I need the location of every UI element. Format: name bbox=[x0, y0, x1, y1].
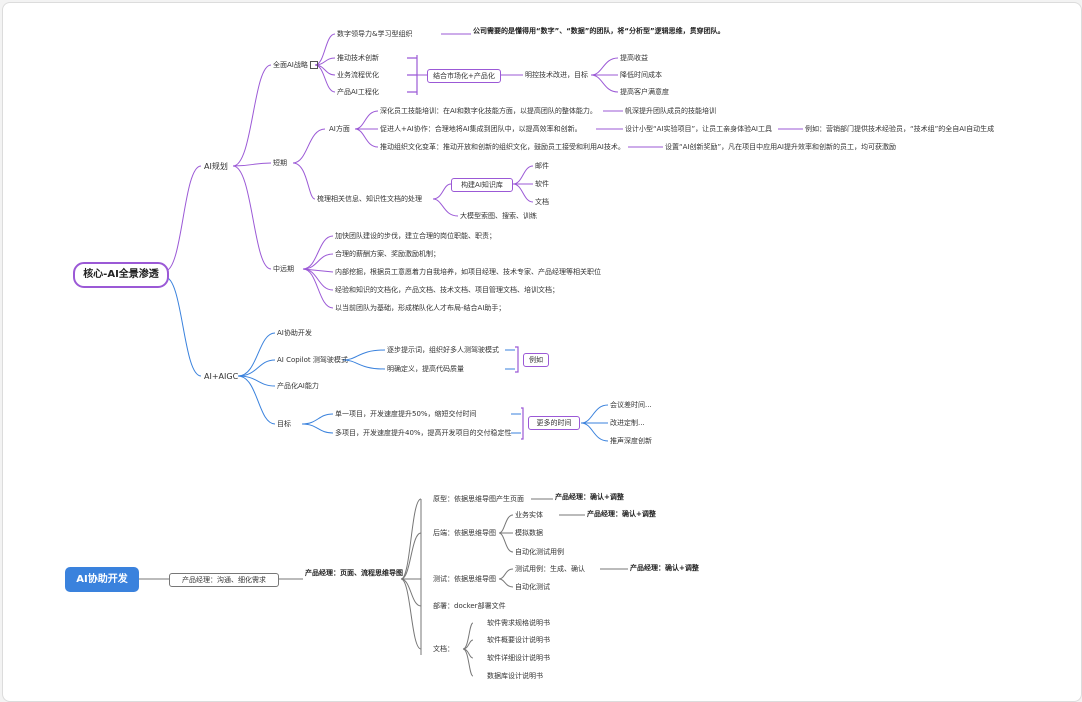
node-dev-1[interactable]: 业务实体 bbox=[515, 511, 543, 519]
node-aigc-4[interactable]: 目标 bbox=[277, 420, 291, 428]
node-mid-1[interactable]: 加快团队建设的步伐，建立合理的岗位职能、职责； bbox=[335, 232, 496, 240]
node-aigc-1[interactable]: AI协助开发 bbox=[277, 329, 312, 337]
node-aigc-2[interactable]: AI Copilot 测驾驶模式 bbox=[277, 356, 348, 364]
node-deploy[interactable]: 部署：docker部署文件 bbox=[433, 602, 506, 610]
node-kb-2[interactable]: 软件 bbox=[535, 180, 549, 188]
node-test-1[interactable]: 测试用例：生成、确认 bbox=[515, 565, 585, 573]
node-docs[interactable]: 文档： bbox=[433, 645, 454, 653]
node-ai-item-2-note: 例如：营销部门提供技术经验员，“技术组”的全自AI自动生成 bbox=[805, 125, 995, 133]
node-doc-2[interactable]: 软件概要设计说明书 bbox=[487, 636, 550, 644]
node-example-box[interactable]: 例如 bbox=[523, 353, 549, 367]
node-mid-2[interactable]: 合理的薪酬方案、奖励激励机制； bbox=[335, 250, 440, 258]
node-aigc-3[interactable]: 产品化AI能力 bbox=[277, 382, 319, 390]
node-product-ai[interactable]: 产品AI工程化 bbox=[337, 88, 379, 96]
node-mid-3[interactable]: 内部挖掘，根据员工意愿着力自我培养，如项目经理、技术专家、产品经理等相关职位 bbox=[335, 268, 601, 276]
node-biz-opt[interactable]: 业务流程优化 bbox=[337, 71, 379, 79]
node-dev-2[interactable]: 模拟数据 bbox=[515, 529, 543, 537]
node-more-box[interactable]: 更多的时间 bbox=[528, 416, 580, 430]
node-ai-item-1[interactable]: 深化员工技能培训：在AI和数字化技能方面，以提高团队的整体能力。 bbox=[380, 107, 597, 115]
node-ai-item-3-note: 设置“AI创新奖励”，凡在项目中应用AI提升效率和创新的员工，均可获激励 bbox=[665, 143, 896, 151]
node-more-2[interactable]: 改进定制... bbox=[610, 419, 645, 427]
node-doc-4[interactable]: 数据库设计说明书 bbox=[487, 672, 543, 680]
node-goal-1[interactable]: 提高收益 bbox=[620, 54, 648, 62]
node-target-2[interactable]: 多项目，开发速度提升40%，提高开发项目的交付稳定性 bbox=[335, 429, 512, 437]
node-kb-box[interactable]: 构建AI知识库 bbox=[451, 178, 513, 192]
node-mid-5[interactable]: 以当前团队为基础，形成梯队化人才布局-结合AI助手； bbox=[335, 304, 506, 312]
node-market-box[interactable]: 结合市场化+产品化 bbox=[427, 69, 501, 83]
node-dev-3[interactable]: 自动化测试用例 bbox=[515, 548, 564, 556]
node-ai-plan[interactable]: AI规划 bbox=[204, 162, 228, 171]
node-target-label[interactable]: 明控技术改进，目标 bbox=[525, 71, 588, 79]
node-ai-item-2[interactable]: 促进人+AI协作：合理地将AI集成到团队中，以提高效率和创新。 bbox=[380, 125, 582, 133]
node-strategy[interactable]: 全面AI战略 bbox=[273, 61, 319, 70]
node-pm[interactable]: 产品经理：沟通、细化需求 bbox=[169, 573, 279, 587]
root-node[interactable]: 核心-AI全景渗透 bbox=[73, 262, 169, 288]
node-short-term[interactable]: 短期 bbox=[273, 159, 287, 167]
node-kb-item[interactable]: 梳理相关信息、知识性文档的处理 bbox=[317, 195, 422, 203]
node-goal-3[interactable]: 提高客户满意度 bbox=[620, 88, 669, 96]
node-kb-extra[interactable]: 大模型索图、搜索、训练 bbox=[460, 212, 537, 220]
node-tech-inno[interactable]: 推动技术创新 bbox=[337, 54, 379, 62]
node-test-2[interactable]: 自动化测试 bbox=[515, 583, 550, 591]
node-dev[interactable]: 后端：依据思维导图 bbox=[433, 529, 496, 537]
node-goal-2[interactable]: 降低时间成本 bbox=[620, 71, 662, 79]
node-more-3[interactable]: 推声深度创新 bbox=[610, 437, 652, 445]
node-ai-item-1-note: 帆深提升团队成员的技能培训 bbox=[625, 107, 716, 115]
node-dev-1-note: 产品经理：确认+调整 bbox=[587, 510, 656, 518]
node-target-1[interactable]: 单一项目，开发速度提升50%，缩短交付时间 bbox=[335, 410, 477, 418]
node-digital-lead-note: 公司需要的是懂得用“数字”、“数据”的团队，将“分析型”逻辑思维，贯穿团队。 bbox=[473, 27, 725, 35]
node-copilot-2[interactable]: 明确定义，提高代码质量 bbox=[387, 365, 464, 373]
node-doc-1[interactable]: 软件需求规格说明书 bbox=[487, 619, 550, 627]
node-mid-4[interactable]: 经验和知识的文档化，产品文档、技术文档、项目管理文档、培训文档； bbox=[335, 286, 559, 294]
node-design[interactable]: 原型：依据思维导图产生页面 bbox=[433, 495, 524, 503]
node-more-1[interactable]: 会议差时间... bbox=[610, 401, 652, 409]
node-copilot-1[interactable]: 逐步提示词，组织好多人测驾驶模式 bbox=[387, 346, 499, 354]
node-kb-1[interactable]: 邮件 bbox=[535, 162, 549, 170]
node-doc-3[interactable]: 软件详细设计说明书 bbox=[487, 654, 550, 662]
node-test[interactable]: 测试：依据思维导图 bbox=[433, 575, 496, 583]
node-ai-aigc[interactable]: AI+AIGC bbox=[204, 372, 239, 381]
node-ai-side[interactable]: AI方面 bbox=[329, 125, 350, 133]
node-kb-3[interactable]: 文档 bbox=[535, 198, 549, 206]
node-ai-item-3[interactable]: 推动组织文化变革：推动开放和创新的组织文化，鼓励员工接受和利用AI技术。 bbox=[380, 143, 625, 151]
node-test-1-note: 产品经理：确认+调整 bbox=[630, 564, 699, 572]
root-node-2[interactable]: AI协助开发 bbox=[65, 567, 139, 592]
node-ai-item-2-mid[interactable]: 设计小型“AI实验项目”，让员工亲身体验AI工具 bbox=[625, 125, 772, 133]
node-pm-out[interactable]: 产品经理：页面、流程思维导图 bbox=[305, 569, 403, 577]
node-design-note: 产品经理：确认+调整 bbox=[555, 493, 624, 501]
node-mid-term[interactable]: 中远期 bbox=[273, 265, 294, 273]
node-digital-lead[interactable]: 数字领导力&学习型组织 bbox=[337, 30, 413, 38]
note-icon bbox=[310, 61, 319, 69]
